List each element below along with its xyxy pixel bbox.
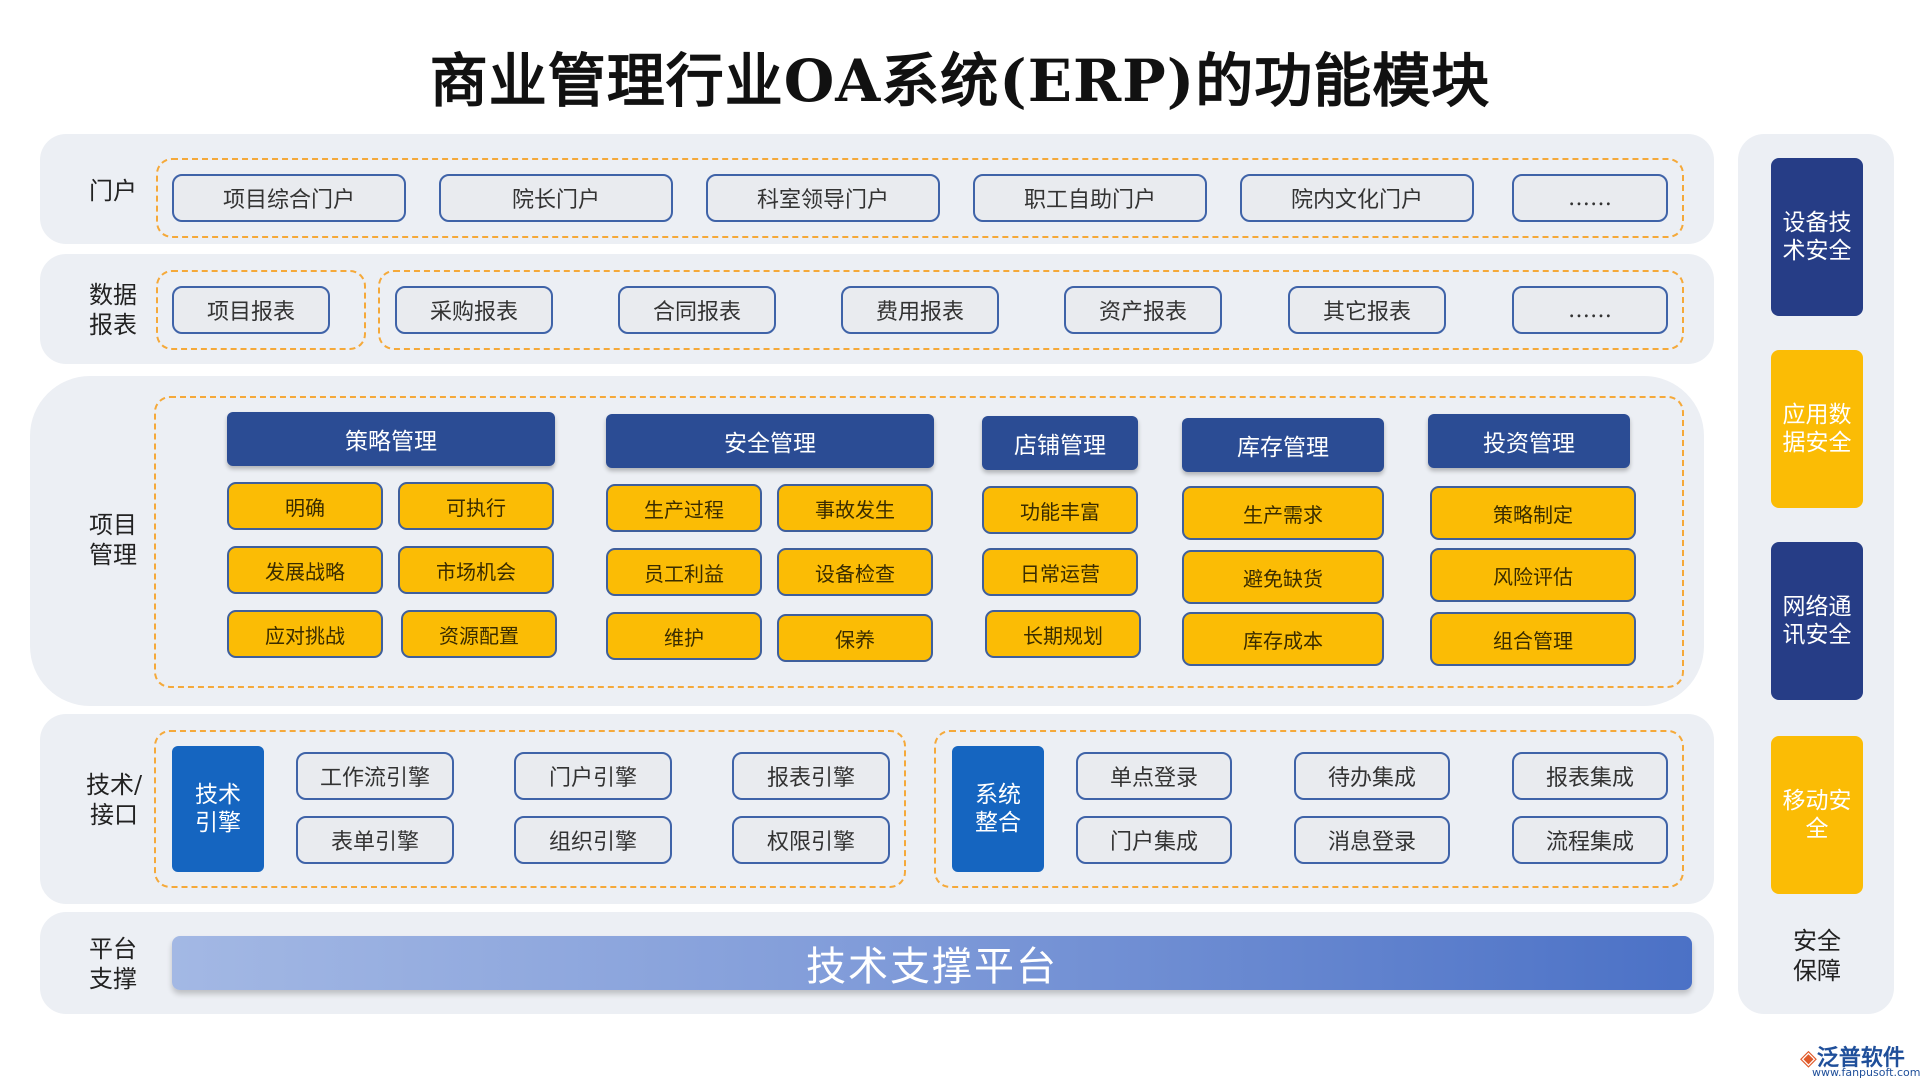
brand-url: www.fanpusoft.com	[1812, 1066, 1920, 1079]
group-header-investment[interactable]: 投资管理	[1428, 414, 1630, 468]
project-row-label: 项目 管理	[89, 511, 137, 569]
safety-item[interactable]: 事故发生	[777, 484, 933, 532]
portal-item[interactable]: 院长门户	[439, 174, 673, 222]
portal-item[interactable]: 院内文化门户	[1240, 174, 1474, 222]
report-item[interactable]: 项目报表	[172, 286, 330, 334]
integration-item[interactable]: 报表集成	[1512, 752, 1668, 800]
security-mobile[interactable]: 移动安全	[1771, 736, 1863, 894]
safety-item[interactable]: 生产过程	[606, 484, 762, 532]
integration-item[interactable]: 消息登录	[1294, 816, 1450, 864]
portal-dashed-group	[156, 158, 1684, 238]
engine-item[interactable]: 门户引擎	[514, 752, 672, 800]
investment-item[interactable]: 策略制定	[1430, 486, 1636, 540]
tech-row-label: 技术/ 接口	[85, 771, 143, 829]
safety-item[interactable]: 保养	[777, 614, 933, 662]
inventory-item[interactable]: 生产需求	[1182, 486, 1384, 540]
portal-item[interactable]: 科室领导门户	[706, 174, 940, 222]
integration-item[interactable]: 单点登录	[1076, 752, 1232, 800]
tech-band	[40, 714, 1714, 904]
engine-dashed-group	[154, 730, 906, 888]
group-header-safety[interactable]: 安全管理	[606, 414, 934, 468]
report-item[interactable]: 合同报表	[618, 286, 776, 334]
report-item[interactable]: 采购报表	[395, 286, 553, 334]
engine-item[interactable]: 权限引擎	[732, 816, 890, 864]
portal-item-more[interactable]: ……	[1512, 174, 1668, 222]
brand-name: 泛普软件	[1816, 1046, 1905, 1071]
page-title: 商业管理行业OA系统(ERP)的功能模块	[429, 47, 1491, 115]
store-item[interactable]: 功能丰富	[982, 486, 1138, 534]
investment-item[interactable]: 组合管理	[1430, 612, 1636, 666]
report-item[interactable]: 费用报表	[841, 286, 999, 334]
report-item-more[interactable]: ……	[1512, 286, 1668, 334]
integration-item[interactable]: 流程集成	[1512, 816, 1668, 864]
group-header-store[interactable]: 店铺管理	[982, 416, 1138, 470]
group-header-strategy[interactable]: 策略管理	[227, 412, 555, 466]
strategy-item[interactable]: 发展战略	[227, 546, 383, 594]
engine-item[interactable]: 工作流引擎	[296, 752, 454, 800]
inventory-item[interactable]: 避免缺货	[1182, 550, 1384, 604]
strategy-item[interactable]: 资源配置	[401, 610, 557, 658]
brand-watermark: ◈泛普软件	[1800, 1040, 1905, 1072]
inventory-item[interactable]: 库存成本	[1182, 612, 1384, 666]
store-item[interactable]: 长期规划	[985, 610, 1141, 658]
platform-row-label: 平台 支撑	[89, 935, 137, 993]
safety-item[interactable]: 维护	[606, 612, 762, 660]
strategy-item[interactable]: 可执行	[398, 482, 554, 530]
store-item[interactable]: 日常运营	[982, 548, 1138, 596]
security-network[interactable]: 网络通讯安全	[1771, 542, 1863, 700]
safety-item[interactable]: 员工利益	[606, 548, 762, 596]
reports-dashed-group-left	[156, 270, 366, 350]
safety-item[interactable]: 设备检查	[777, 548, 933, 596]
engine-item[interactable]: 表单引擎	[296, 816, 454, 864]
tech-platform-bar[interactable]: 技术支撑平台	[172, 936, 1692, 990]
integration-block: 系统 整合	[952, 746, 1044, 872]
integration-item[interactable]: 待办集成	[1294, 752, 1450, 800]
security-label: 安全 保障	[1793, 927, 1841, 985]
reports-row-label: 数据 报表	[89, 281, 137, 339]
portal-item[interactable]: 职工自助门户	[973, 174, 1207, 222]
security-app-data[interactable]: 应用数据安全	[1771, 350, 1863, 508]
project-dashed-group	[154, 396, 1684, 688]
investment-item[interactable]: 风险评估	[1430, 548, 1636, 602]
integration-dashed-group	[934, 730, 1684, 888]
strategy-item[interactable]: 明确	[227, 482, 383, 530]
portal-row-label: 门户	[89, 177, 137, 205]
reports-dashed-group-right	[378, 270, 1684, 350]
engine-item[interactable]: 报表引擎	[732, 752, 890, 800]
engine-item[interactable]: 组织引擎	[514, 816, 672, 864]
group-header-inventory[interactable]: 库存管理	[1182, 418, 1384, 472]
report-item[interactable]: 资产报表	[1064, 286, 1222, 334]
strategy-item[interactable]: 市场机会	[398, 546, 554, 594]
portal-item[interactable]: 项目综合门户	[172, 174, 406, 222]
integration-item[interactable]: 门户集成	[1076, 816, 1232, 864]
strategy-item[interactable]: 应对挑战	[227, 610, 383, 658]
report-item[interactable]: 其它报表	[1288, 286, 1446, 334]
brand-logo-icon: ◈	[1800, 1046, 1817, 1071]
engine-block: 技术 引擎	[172, 746, 264, 872]
security-device-tech[interactable]: 设备技术安全	[1771, 158, 1863, 316]
